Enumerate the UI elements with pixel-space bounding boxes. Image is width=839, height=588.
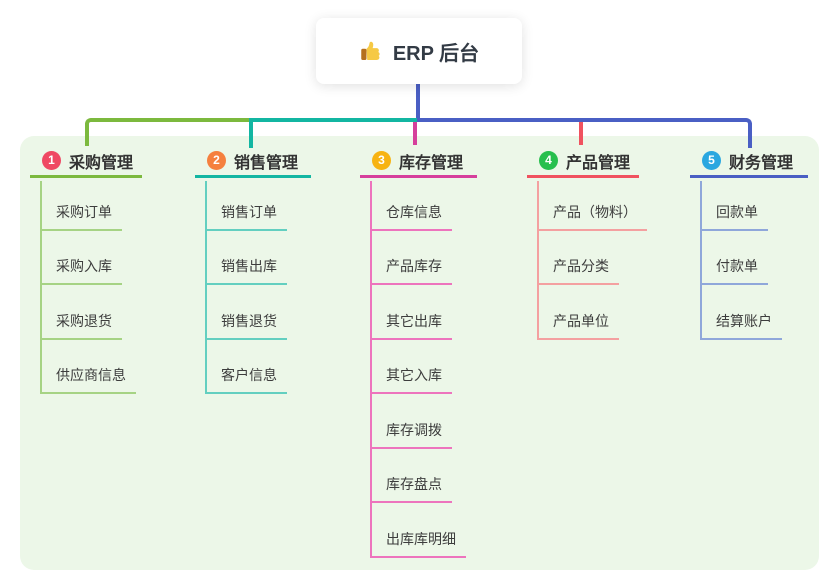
child-node[interactable]: 采购退货 — [42, 285, 122, 340]
child-node[interactable]: 产品单位 — [539, 285, 619, 340]
connector-green — [85, 118, 249, 146]
connector-teal — [249, 118, 417, 148]
branch-children: 仓库信息产品库存其它出库其它入库库存调拨库存盘点出库库明细 — [370, 181, 466, 559]
child-node[interactable]: 出库库明细 — [372, 503, 466, 559]
child-node[interactable]: 付款单 — [702, 231, 768, 286]
branch-title: 采购管理 — [69, 154, 134, 172]
child-node[interactable]: 销售订单 — [207, 181, 287, 231]
branch-title: 财务管理 — [729, 154, 794, 172]
root-title: ERP 后台 — [392, 42, 480, 65]
child-node[interactable]: 采购订单 — [42, 181, 122, 231]
connector-blue — [417, 118, 752, 148]
branch-node[interactable]: 3 库存管理 — [360, 146, 477, 178]
branch-node[interactable]: 1 采购管理 — [30, 146, 142, 178]
child-node[interactable]: 供应商信息 — [42, 340, 136, 395]
branch-node[interactable]: 5 财务管理 — [690, 146, 808, 178]
branch-title: 产品管理 — [566, 154, 631, 172]
branch-children: 回款单付款单结算账户 — [700, 181, 782, 340]
branch-children: 产品（物料）产品分类产品单位 — [537, 181, 647, 340]
branches-panel — [20, 136, 819, 570]
branch-number-badge: 5 — [702, 151, 721, 170]
branch-node[interactable]: 2 销售管理 — [195, 146, 311, 178]
root-connector-line — [416, 84, 420, 121]
root-node[interactable]: ERP 后台 — [316, 18, 522, 84]
branch-children: 销售订单销售出库销售退货客户信息 — [205, 181, 287, 395]
branch-number-badge: 1 — [42, 151, 61, 170]
connector-magenta-drop — [413, 122, 417, 145]
child-node[interactable]: 回款单 — [702, 181, 768, 231]
branch-node[interactable]: 4 产品管理 — [527, 146, 639, 178]
child-node[interactable]: 客户信息 — [207, 340, 287, 395]
child-node[interactable]: 销售出库 — [207, 231, 287, 286]
child-node[interactable]: 采购入库 — [42, 231, 122, 286]
branch-number-badge: 3 — [372, 151, 391, 170]
branch-title: 销售管理 — [234, 154, 299, 172]
child-node[interactable]: 库存盘点 — [372, 449, 452, 504]
branch-number-badge: 2 — [207, 151, 226, 170]
thumbs-up-icon — [359, 39, 383, 63]
branch-title: 库存管理 — [399, 154, 464, 172]
branch-number-badge: 4 — [539, 151, 558, 170]
child-node[interactable]: 其它出库 — [372, 285, 452, 340]
child-node[interactable]: 产品（物料） — [539, 181, 647, 231]
child-node[interactable]: 产品分类 — [539, 231, 619, 286]
connector-red-drop — [579, 122, 583, 145]
child-node[interactable]: 其它入库 — [372, 340, 452, 395]
child-node[interactable]: 产品库存 — [372, 231, 452, 286]
child-node[interactable]: 销售退货 — [207, 285, 287, 340]
child-node[interactable]: 库存调拨 — [372, 394, 452, 449]
child-node[interactable]: 仓库信息 — [372, 181, 452, 231]
child-node[interactable]: 结算账户 — [702, 285, 782, 340]
branch-children: 采购订单采购入库采购退货供应商信息 — [40, 181, 136, 395]
